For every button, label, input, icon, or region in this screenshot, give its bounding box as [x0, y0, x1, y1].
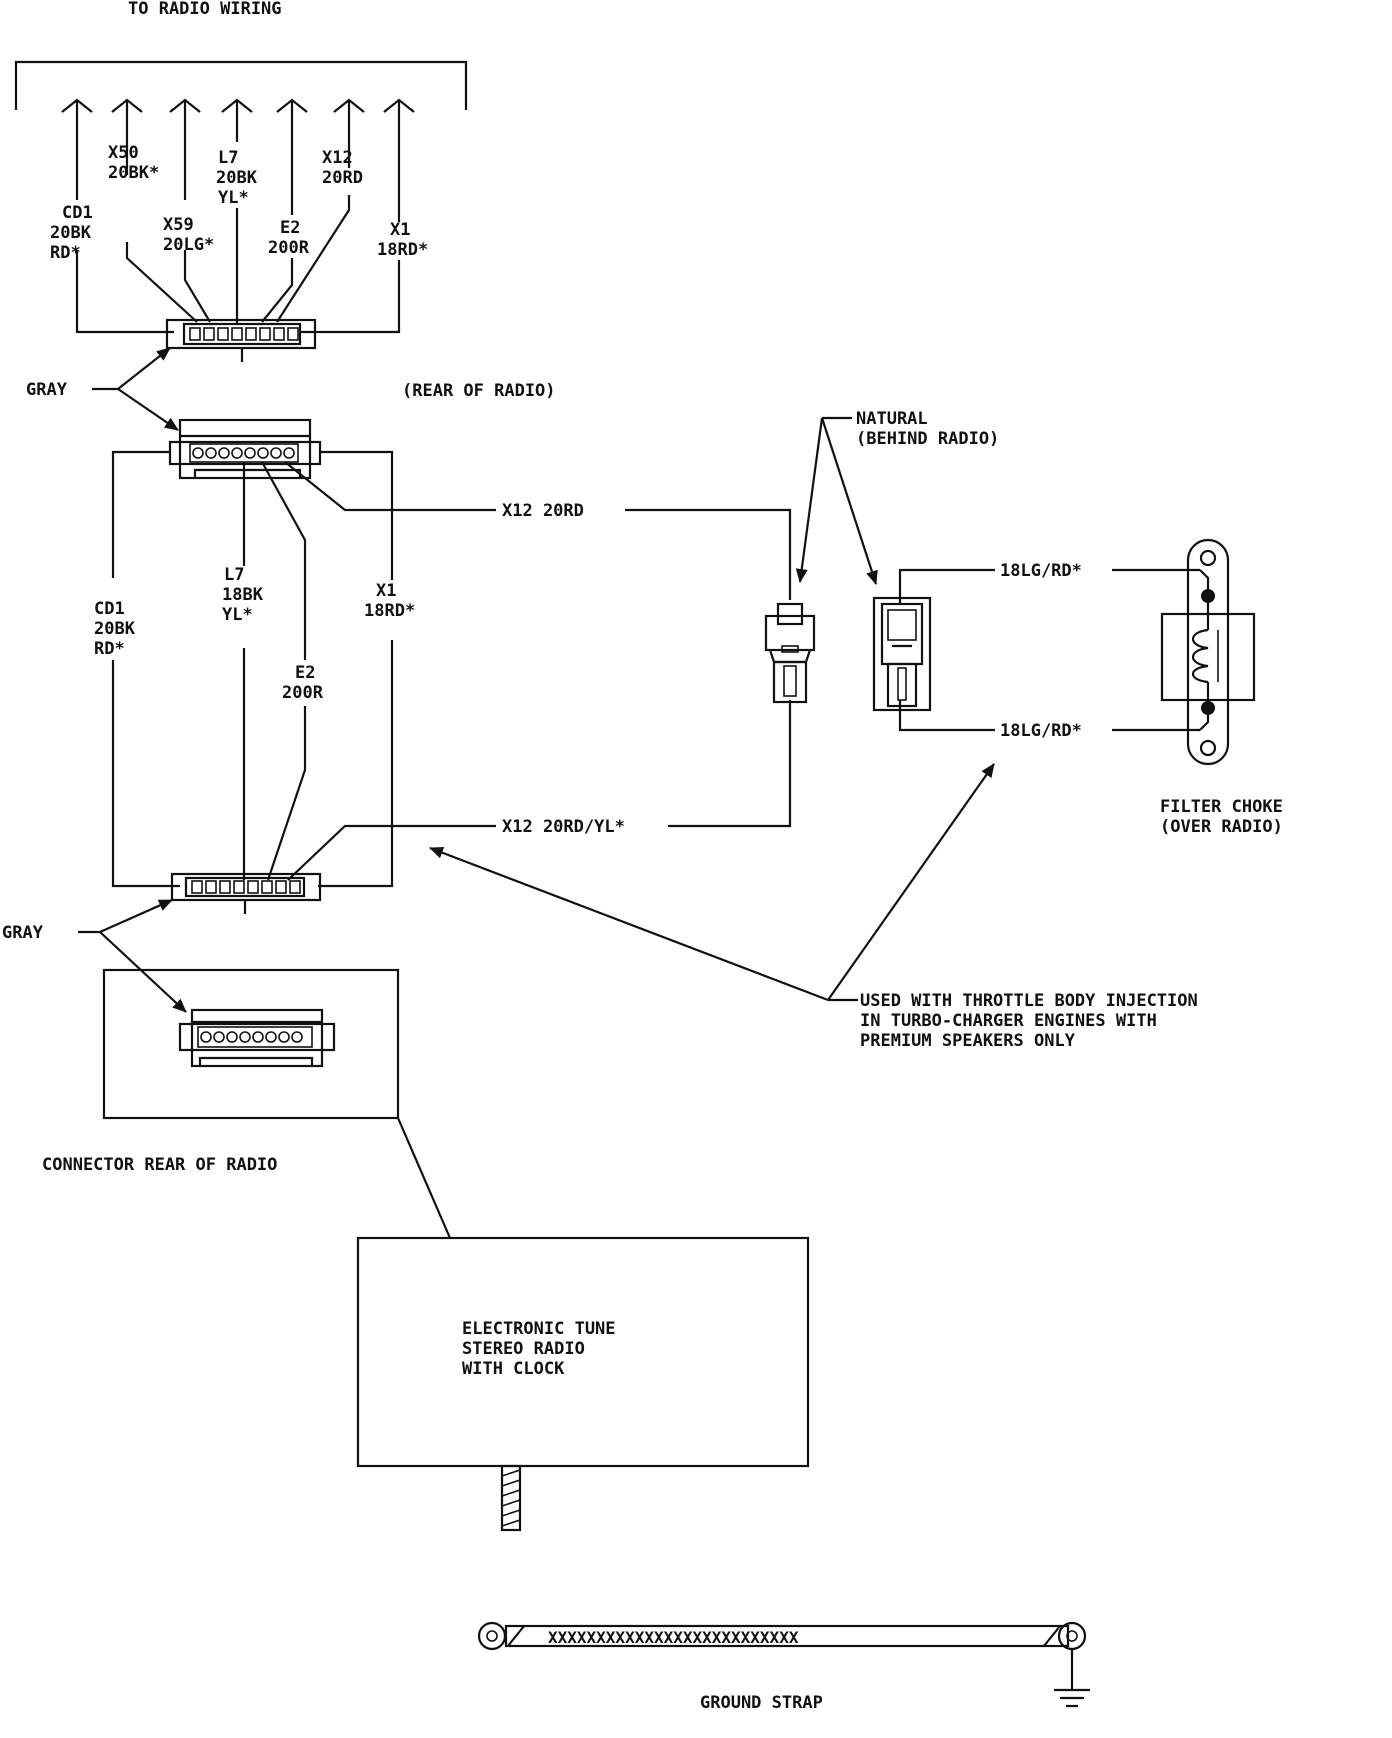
svg-text:RD*: RD* [94, 639, 125, 659]
svg-text:YL*: YL* [218, 188, 249, 208]
choke-wire-bottom-label: 18LG/RD* [1000, 721, 1082, 741]
svg-text:USED WITH THROTTLE BODY INJECT: USED WITH THROTTLE BODY INJECTION [860, 991, 1198, 1011]
natural-callout: NATURAL (BEHIND RADIO) [795, 409, 999, 585]
top-bracket [14, 60, 468, 110]
lower-connector [170, 872, 322, 914]
svg-text:E2: E2 [280, 218, 300, 238]
svg-text:X1: X1 [390, 220, 410, 240]
ground-strap: XXXXXXXXXXXXXXXXXXXXXXXXXX [477, 1621, 1090, 1708]
svg-text:X59: X59 [163, 215, 194, 235]
svg-text:STEREO RADIO: STEREO RADIO [462, 1339, 585, 1359]
ground-strap-label: GROUND STRAP [700, 1693, 823, 1713]
middle-wire-labels: L7 18BK YL* CD1 20BK RD* X1 18RD* E2 200… [94, 501, 625, 837]
inset-leader [396, 1117, 452, 1239]
svg-text:20RD: 20RD [322, 168, 363, 188]
filter-choke-label: FILTER CHOKE [1160, 797, 1283, 817]
svg-text:18RD*: 18RD* [364, 601, 415, 621]
gray-bottom-arrows [78, 898, 173, 934]
svg-text:NATURAL: NATURAL [856, 409, 928, 429]
svg-text:XXXXXXXXXXXXXXXXXXXXXXXXXX: XXXXXXXXXXXXXXXXXXXXXXXXXX [548, 1628, 799, 1647]
svg-text:18BK: 18BK [222, 585, 264, 605]
svg-text:20BK: 20BK [50, 223, 92, 243]
svg-text:20BK*: 20BK* [108, 163, 159, 183]
svg-text:X12: X12 [322, 148, 353, 168]
svg-text:WITH CLOCK: WITH CLOCK [462, 1359, 565, 1379]
top-wire-labels: X50 20BK* L7 20BK YL* X12 20RD CD1 20BK … [50, 143, 428, 263]
top-wire-lines [75, 101, 401, 334]
svg-text:20BK: 20BK [216, 168, 258, 188]
svg-text:ELECTRONIC TUNE: ELECTRONIC TUNE [462, 1319, 616, 1339]
svg-text:20BK: 20BK [94, 619, 136, 639]
svg-text:L7: L7 [224, 565, 244, 585]
gray-label-top: GRAY [26, 380, 68, 400]
choke-wires [898, 568, 1200, 732]
svg-text:X12 20RD/YL*: X12 20RD/YL* [502, 817, 625, 837]
used-with-callout: USED WITH THROTTLE BODY INJECTION IN TUR… [429, 763, 1198, 1051]
svg-text:CD1: CD1 [62, 203, 93, 223]
svg-text:18RD*: 18RD* [377, 240, 428, 260]
upper-connector [165, 318, 317, 362]
svg-text:E2: E2 [295, 663, 315, 683]
svg-text:CD1: CD1 [94, 599, 125, 619]
svg-text:RD*: RD* [50, 243, 81, 263]
choke-wire-top-label: 18LG/RD* [1000, 561, 1082, 581]
svg-text:20LG*: 20LG* [163, 235, 214, 255]
svg-text:200R: 200R [268, 238, 310, 258]
top-title: TO RADIO WIRING [128, 0, 282, 19]
svg-text:YL*: YL* [222, 605, 253, 625]
middle-wires [111, 450, 792, 888]
gray-label-bottom: GRAY [2, 923, 44, 943]
inline-connector-left [764, 602, 816, 704]
svg-text:X50: X50 [108, 143, 139, 163]
svg-text:PREMIUM SPEAKERS ONLY: PREMIUM SPEAKERS ONLY [860, 1031, 1076, 1051]
svg-text:X1: X1 [376, 581, 396, 601]
connector-inset [102, 968, 400, 1120]
wire-ends [61, 98, 415, 113]
filter-choke-sub: (OVER RADIO) [1160, 817, 1283, 837]
inline-connector-right [872, 596, 932, 712]
svg-text:200R: 200R [282, 683, 324, 703]
connector-rear-label: CONNECTOR REAR OF RADIO [42, 1155, 277, 1175]
svg-text:IN TURBO-CHARGER ENGINES WITH: IN TURBO-CHARGER ENGINES WITH [860, 1011, 1157, 1031]
svg-text:L7: L7 [218, 148, 238, 168]
filter-choke [1160, 538, 1256, 766]
rear-of-radio-label: (REAR OF RADIO) [402, 381, 556, 401]
svg-text:(BEHIND RADIO): (BEHIND RADIO) [856, 429, 999, 449]
gray-top-arrows [92, 347, 171, 391]
svg-text:X12 20RD: X12 20RD [502, 501, 584, 521]
radio-box: ELECTRONIC TUNE STEREO RADIO WITH CLOCK [356, 1236, 810, 1532]
